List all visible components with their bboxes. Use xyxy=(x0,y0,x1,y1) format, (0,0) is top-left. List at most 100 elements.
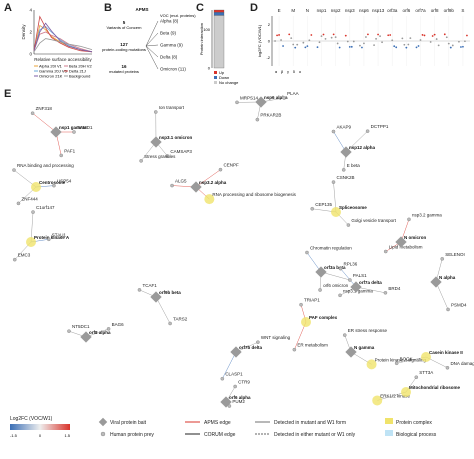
data-point xyxy=(375,37,377,40)
data-point xyxy=(296,43,299,46)
data-point xyxy=(395,46,398,49)
prey-node xyxy=(137,288,142,292)
viral-bait-node xyxy=(350,281,362,293)
node-label: orf3a beta xyxy=(324,265,346,270)
viral-bait-swatch xyxy=(98,417,108,427)
data-point xyxy=(377,33,379,36)
category-label: S xyxy=(461,8,464,13)
node-label: Chromatin regulation xyxy=(310,246,352,251)
data-point xyxy=(290,37,293,40)
data-point xyxy=(334,36,337,39)
prey-node xyxy=(31,210,35,214)
variant-symbol: β xyxy=(281,69,284,74)
category-label: orf7a xyxy=(415,8,426,13)
summary-label: protein-coding mutations xyxy=(102,47,146,52)
colorbar xyxy=(10,424,70,430)
data-point xyxy=(288,33,291,36)
series-line xyxy=(33,31,93,53)
prey-node xyxy=(235,100,239,105)
node-label: MRPS14 xyxy=(240,95,259,100)
node-label: Stress granules xyxy=(144,154,176,159)
data-point xyxy=(435,38,438,40)
data-point xyxy=(391,39,394,42)
complex-node xyxy=(331,207,341,217)
data-point xyxy=(324,37,327,40)
data-point xyxy=(306,45,309,48)
colorbar-tick: 0 xyxy=(39,433,42,438)
x-axis-label: Relative surface accessibility xyxy=(34,57,92,62)
viral-bait-node xyxy=(230,346,242,358)
complex-node xyxy=(366,359,377,370)
node-label: CENPF xyxy=(223,163,239,168)
data-point xyxy=(464,40,466,43)
complex-node xyxy=(204,194,215,205)
data-point xyxy=(415,46,418,49)
prey-node xyxy=(331,129,336,134)
node-label: SAMD1 xyxy=(77,125,93,130)
category-label: orf3a xyxy=(387,8,398,13)
prey-node xyxy=(394,361,399,366)
node-label: PUM2 xyxy=(232,399,245,404)
data-point xyxy=(443,33,446,36)
legend-entry: Background xyxy=(69,74,90,79)
data-point xyxy=(445,36,448,39)
detected-either-label: Detected in either mutant or W1 only xyxy=(274,432,356,438)
data-point xyxy=(447,42,450,45)
network-edge xyxy=(355,286,386,294)
prey-node xyxy=(346,223,351,227)
y-axis-label: Protein interaction xyxy=(199,23,204,55)
prey-node xyxy=(299,302,303,307)
prey-node xyxy=(72,130,76,134)
viral-bait-node xyxy=(50,126,62,138)
node-label: AKAP9 xyxy=(336,125,351,130)
complex-node xyxy=(401,387,411,397)
node-label: BRD4 xyxy=(388,286,401,291)
node-label: RNA processing and ribosome biogenesis xyxy=(212,192,296,197)
tree-branch xyxy=(145,45,159,70)
node-label: orf6 omicron xyxy=(323,283,349,288)
node-label: PALS1 xyxy=(353,273,367,278)
node-label: BOOK xyxy=(400,356,413,361)
data-point xyxy=(332,33,335,36)
data-point xyxy=(292,43,295,46)
prey-node xyxy=(292,347,297,352)
node-label: PRKAR2B xyxy=(260,113,281,118)
data-point xyxy=(294,46,297,49)
prey-node xyxy=(338,266,343,271)
network-edge xyxy=(222,351,237,379)
node-label: orf7a delta xyxy=(359,280,382,285)
data-point xyxy=(320,35,323,38)
data-point xyxy=(308,39,311,42)
prey-node xyxy=(383,291,388,295)
summary-label: mutated proteins xyxy=(109,69,139,74)
data-point xyxy=(344,34,347,37)
node-label: Ion transport xyxy=(159,105,185,110)
node-label: PSMD4 xyxy=(451,302,467,307)
data-point xyxy=(417,45,420,47)
protein-complex-label: Protein complex xyxy=(396,420,432,426)
prey-node xyxy=(338,293,342,298)
series-line xyxy=(33,15,93,53)
data-point xyxy=(409,37,412,39)
node-label: Golgi vesicle transport xyxy=(351,218,396,223)
node-label: orf8 alpha xyxy=(89,330,111,335)
data-point xyxy=(403,43,406,46)
node-label: CTR9 xyxy=(238,379,250,384)
data-point xyxy=(429,41,432,43)
data-point xyxy=(433,33,436,36)
data-point xyxy=(405,46,408,49)
data-point xyxy=(278,34,280,36)
bar-segment xyxy=(213,12,225,16)
apms-edge-label: APMS edge xyxy=(204,420,231,426)
data-point xyxy=(310,34,313,36)
data-point xyxy=(437,44,440,47)
node-label: PAF1 xyxy=(64,148,75,153)
data-point xyxy=(274,40,276,42)
data-point xyxy=(363,42,365,45)
panel-label-d: D xyxy=(250,2,258,14)
node-label: orf6 alpha xyxy=(229,395,251,400)
data-point xyxy=(365,36,367,38)
data-point xyxy=(431,35,434,37)
